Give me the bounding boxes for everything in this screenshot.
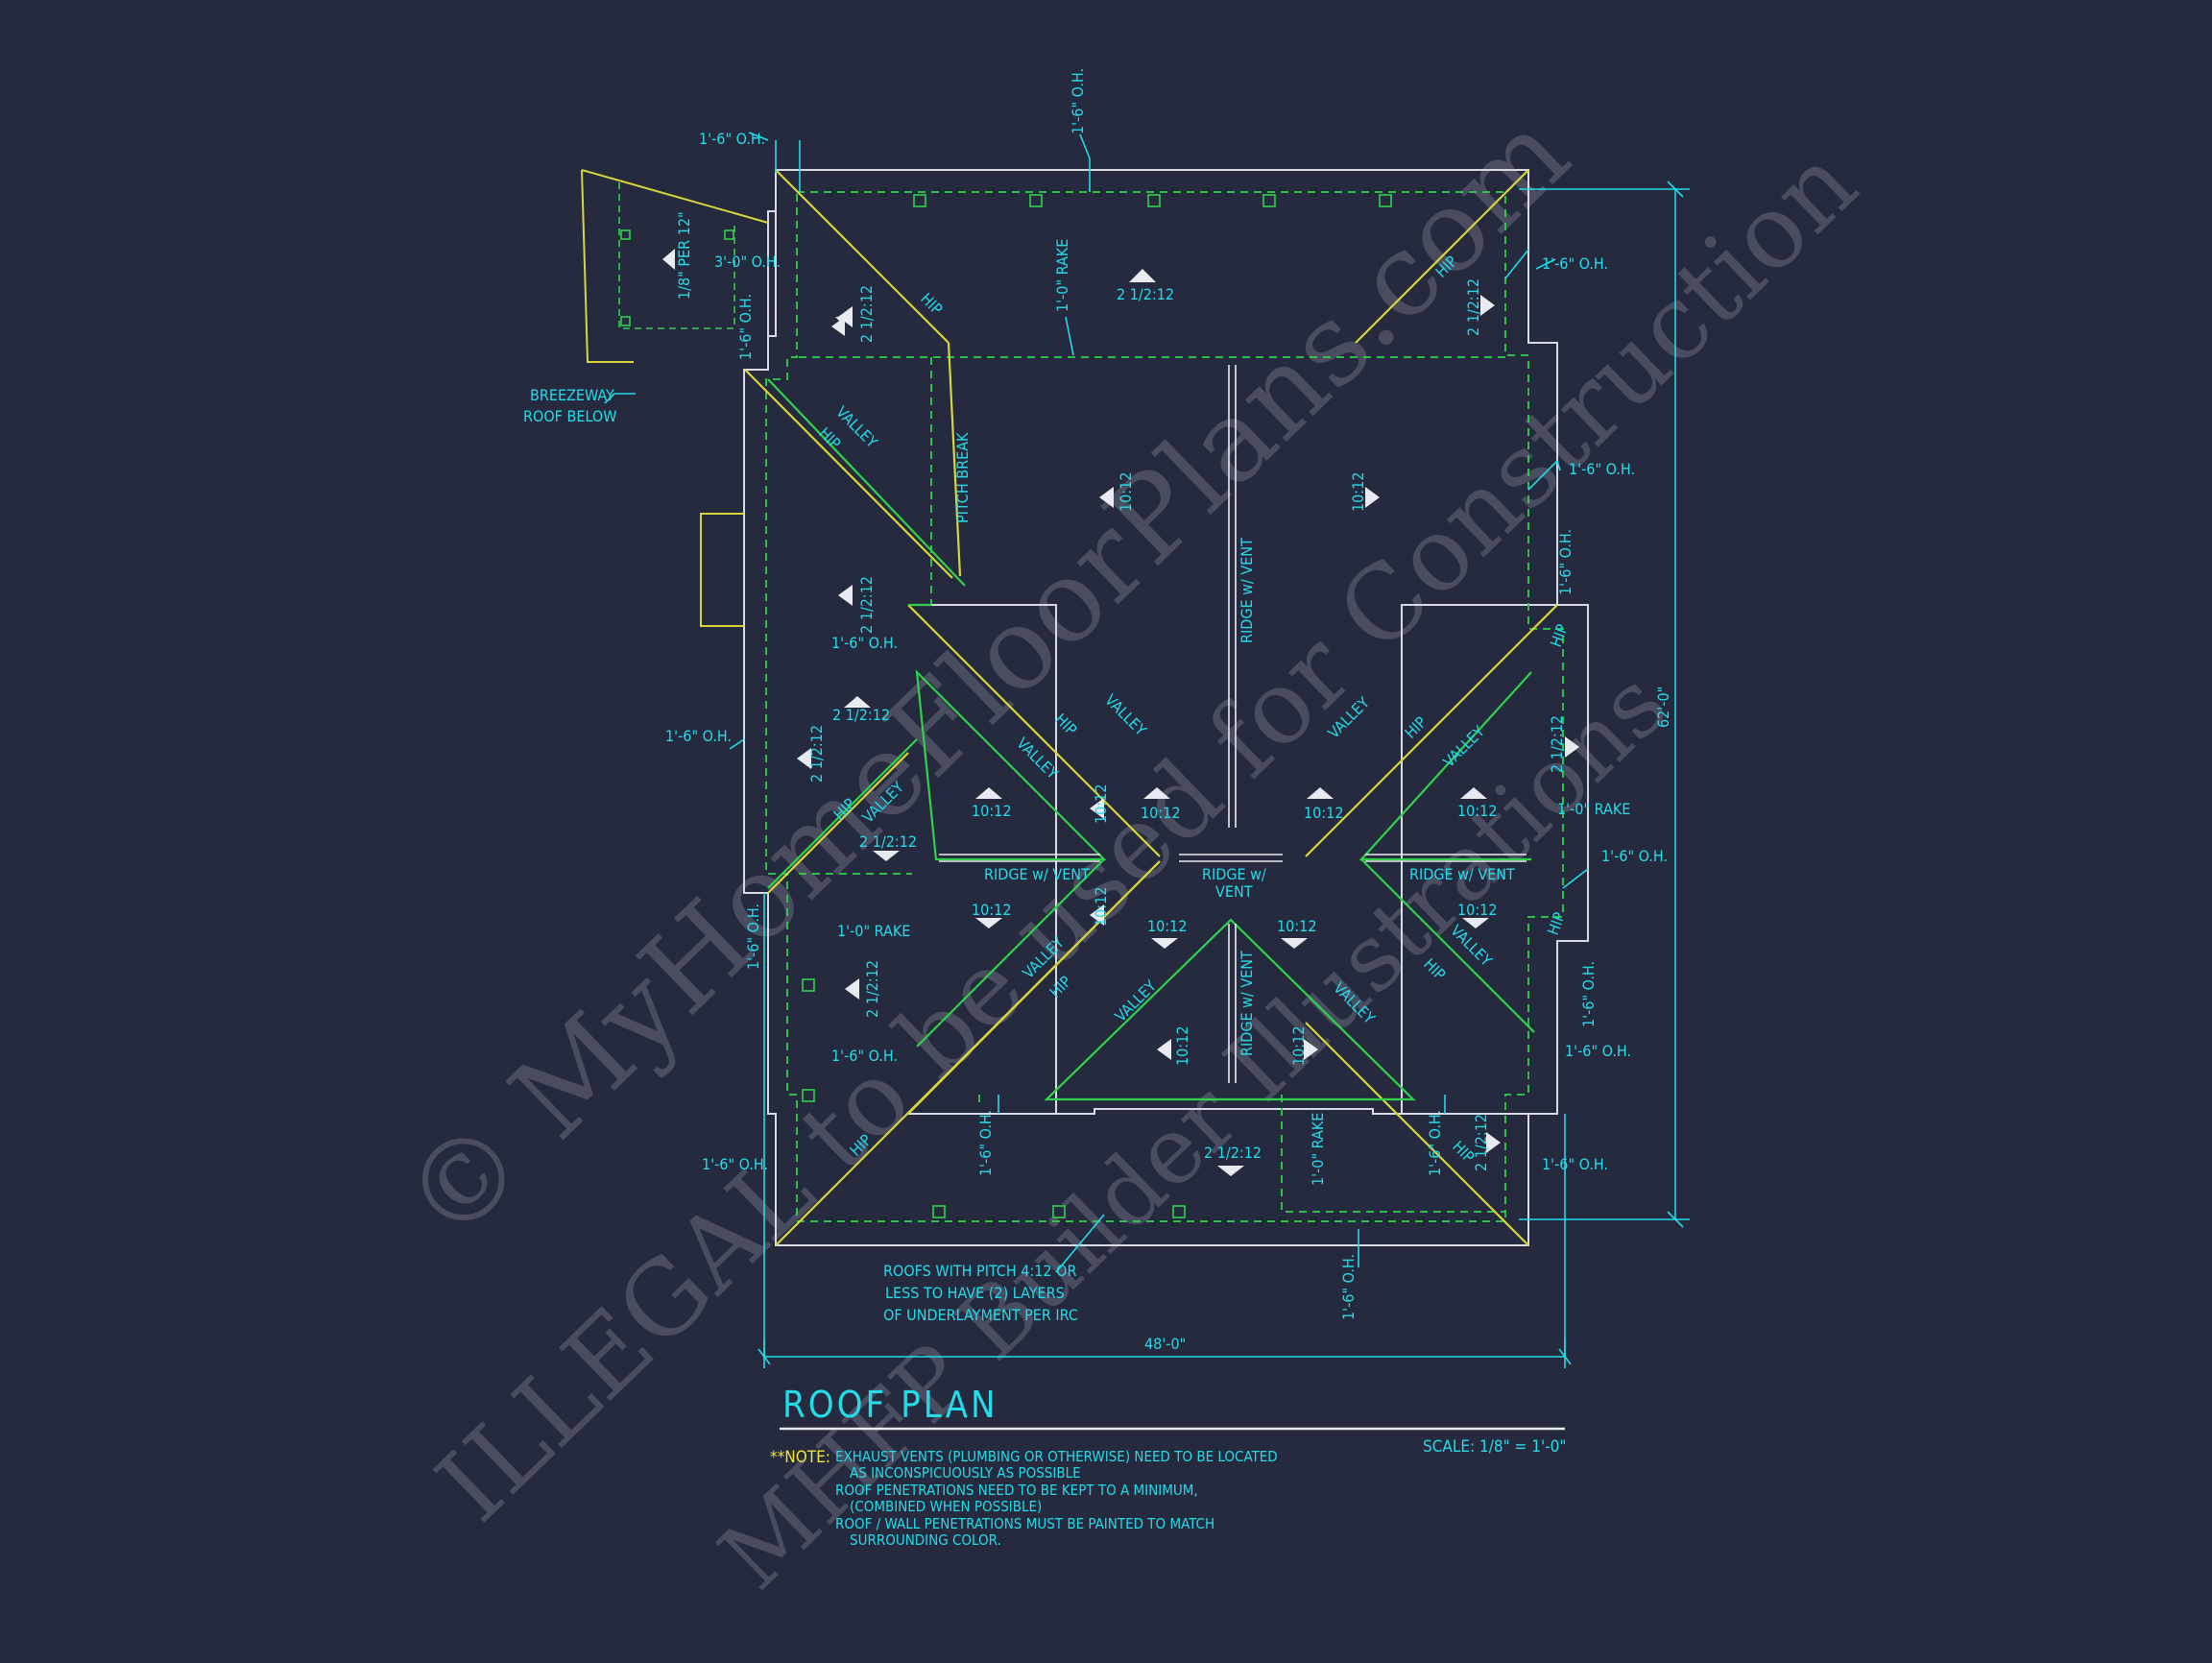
dimension-lines — [757, 140, 1690, 1368]
watermark-copyright: © MyHomeFloorPlans.com — [378, 86, 1594, 1267]
breezeway-notch — [767, 210, 776, 336]
pitch-label: 2 1/2:12 — [1204, 1144, 1262, 1162]
oh-label: 1'-6" O.H. — [665, 727, 732, 745]
note-label: **NOTE: — [770, 1448, 830, 1467]
note-line: SURROUNDING COLOR. — [850, 1531, 1001, 1549]
oh-label: 1'-6" O.H. — [736, 294, 755, 360]
breezeway-roof — [581, 169, 769, 363]
oh-label: 1'-6" O.H. — [976, 1110, 995, 1176]
page-title: ROOF PLAN — [782, 1384, 998, 1426]
pitch-label: 2 1/2:12 — [1548, 715, 1566, 773]
post-markers — [620, 194, 1392, 1218]
pitch-label: 10:12 — [972, 802, 1011, 820]
ridge-vent-label: RIDGE w/ VENT — [984, 865, 1090, 883]
pitch-label: 10:12 — [1147, 917, 1187, 935]
oh-label: 1'-6" O.H. — [1556, 529, 1575, 595]
pitch-label: 10:12 — [1092, 784, 1110, 824]
scale-label: SCALE: 1/8" = 1'-0" — [1423, 1437, 1566, 1457]
pitch-label: 10:12 — [1141, 804, 1180, 822]
breezeway-line1: BREEZEWAY — [530, 386, 614, 404]
note-line: AS INCONSPICUOUSLY AS POSSIBLE — [850, 1464, 1081, 1482]
pitch-label: 10:12 — [1349, 472, 1367, 512]
ridge-vent-label: RIDGE w/ VENT — [1409, 865, 1515, 883]
ridge-lines — [939, 365, 1527, 1083]
center-court-eave — [1056, 1108, 1402, 1115]
oh-label: 1'-6" O.H. — [1426, 1110, 1444, 1176]
oh-label: 1'-6" O.H. — [702, 1155, 768, 1173]
oh-label: 1'-6" O.H. — [1542, 254, 1608, 273]
underlayment-line2: LESS TO HAVE (2) LAYERS — [885, 1284, 1065, 1302]
pitch-label: 2 1/2:12 — [863, 960, 881, 1018]
rake-label: 1'-0" RAKE — [1053, 239, 1071, 312]
note-line: (COMBINED WHEN POSSIBLE) — [850, 1498, 1042, 1515]
valley-label: VALLEY — [1111, 976, 1160, 1025]
oh-label: 1'-6" O.H. — [1569, 460, 1635, 478]
title-block: ROOF PLAN SCALE: 1/8" = 1'-0" **NOTE: EX… — [770, 1384, 1566, 1549]
oh-label: 1'-6" O.H. — [1069, 68, 1087, 134]
pitch-label: 10:12 — [1457, 802, 1497, 820]
pitch-label: 2 1/2:12 — [807, 725, 826, 783]
oh-label: 1'-6" O.H. — [831, 1047, 898, 1065]
oh-label: 1'-6" O.H. — [1565, 1042, 1631, 1060]
wall-lines — [765, 191, 1564, 1222]
hip-label: HIP — [1547, 621, 1572, 649]
underlayment-line1: ROOFS WITH PITCH 4:12 OR — [883, 1262, 1076, 1280]
ridge-vent-label: RIDGE w/ VENT — [1238, 538, 1256, 643]
oh-label: 1'-6" O.H. — [1601, 847, 1668, 865]
oh-label: 1'-6" O.H. — [1579, 961, 1598, 1027]
rake-label: 1'-0" RAKE — [1557, 800, 1630, 818]
oh-label: 1'-6" O.H. — [831, 634, 898, 652]
pitch-label: 2 1/2:12 — [857, 576, 876, 634]
pitch-label: 10:12 — [1173, 1026, 1191, 1066]
valley-label: VALLEY — [1439, 722, 1488, 771]
pitch-label: 2 1/2:12 — [1464, 278, 1482, 336]
pitch-label: 10:12 — [1457, 901, 1497, 919]
rake-label: 1'-0" RAKE — [837, 922, 910, 940]
breezeway-line2: ROOF BELOW — [523, 407, 616, 425]
pitch-label: 10:12 — [1117, 472, 1135, 512]
bay-outline — [700, 513, 744, 627]
note-line: ROOF PENETRATIONS NEED TO BE KEPT TO A M… — [835, 1482, 1198, 1499]
pitch-label: 2 1/2:12 — [857, 285, 876, 343]
width-dimension: 48'-0" — [1144, 1335, 1186, 1353]
oh-label: 1'-6" O.H. — [1542, 1155, 1608, 1173]
oh-label: 1'-6" O.H. — [1339, 1254, 1358, 1320]
pitch-label: 1/8" PER 12" — [675, 211, 693, 300]
ridge-vent-label: RIDGE w/ VENT — [1238, 951, 1256, 1056]
oh3-label: 3'-0" O.H. — [714, 253, 781, 271]
valley-lines — [767, 378, 1535, 1101]
oh-label: 1'-6" O.H. — [744, 904, 762, 970]
note-line: EXHAUST VENTS (PLUMBING OR OTHERWISE) NE… — [835, 1448, 1278, 1465]
pitch-label: 10:12 — [1304, 804, 1343, 822]
pitch-label: 10:12 — [1092, 887, 1110, 927]
ridge-w-label: RIDGE w/ — [1202, 865, 1266, 883]
pitch-label: 2 1/2:12 — [832, 706, 890, 724]
pitch-arrows — [662, 249, 1579, 1176]
vent-label: VENT — [1215, 882, 1253, 901]
pitch-break-label: PITCH BREAK — [953, 432, 972, 523]
valley-label: VALLEY — [1101, 690, 1150, 739]
pitch-label: 10:12 — [972, 901, 1011, 919]
underlayment-line3: OF UNDERLAYMENT PER IRC — [883, 1306, 1078, 1324]
watermark-illegal: ILLEGAL to be used for Construction — [415, 124, 1879, 1544]
pitch-label: 10:12 — [1277, 917, 1316, 935]
pitch-label: 2 1/2:12 — [1117, 285, 1174, 303]
note-line: ROOF / WALL PENETRATIONS MUST BE PAINTED… — [835, 1515, 1214, 1532]
oh-label: 1'-6" O.H. — [699, 130, 765, 148]
rake-label: 1'-0" RAKE — [1309, 1113, 1327, 1186]
pitch-label: 2 1/2:12 — [859, 832, 917, 851]
pitch-label: 10:12 — [1289, 1026, 1308, 1066]
hip-label: HIP — [1544, 909, 1569, 937]
hip-lines — [744, 169, 1558, 1246]
hip-label: HIP — [815, 423, 844, 452]
depth-dimension: 62'-0" — [1654, 687, 1672, 728]
pitch-label: 2 1/2:12 — [1472, 1114, 1490, 1171]
